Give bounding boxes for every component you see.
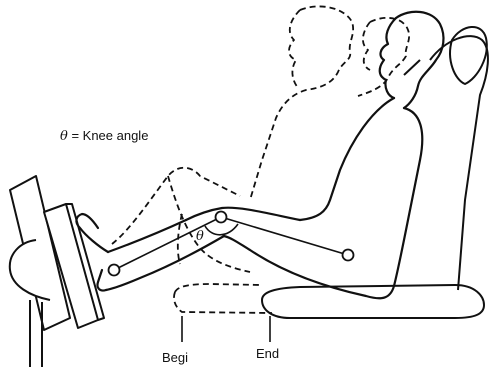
angle-arc bbox=[205, 224, 238, 235]
solid-human-silhouette-icon bbox=[76, 12, 443, 299]
hip-joint-marker bbox=[343, 250, 354, 261]
knee-angle-annotation: θ = Knee angle bbox=[60, 128, 148, 144]
ankle-joint-marker bbox=[109, 265, 120, 276]
knee-angle-label: = Knee angle bbox=[68, 128, 149, 143]
position-ticks bbox=[182, 316, 270, 342]
joint-markers bbox=[109, 212, 354, 276]
begin-label: Begi bbox=[162, 350, 188, 365]
seat-cushion-begin-dashed bbox=[174, 284, 272, 313]
knee-angle-measure bbox=[114, 217, 348, 270]
end-label: End bbox=[256, 346, 279, 361]
angle-symbol: θ bbox=[196, 229, 204, 244]
pedal-icon bbox=[10, 176, 104, 367]
knee-joint-marker bbox=[216, 212, 227, 223]
thigh-line bbox=[221, 217, 348, 255]
theta-symbol: θ bbox=[60, 129, 68, 144]
